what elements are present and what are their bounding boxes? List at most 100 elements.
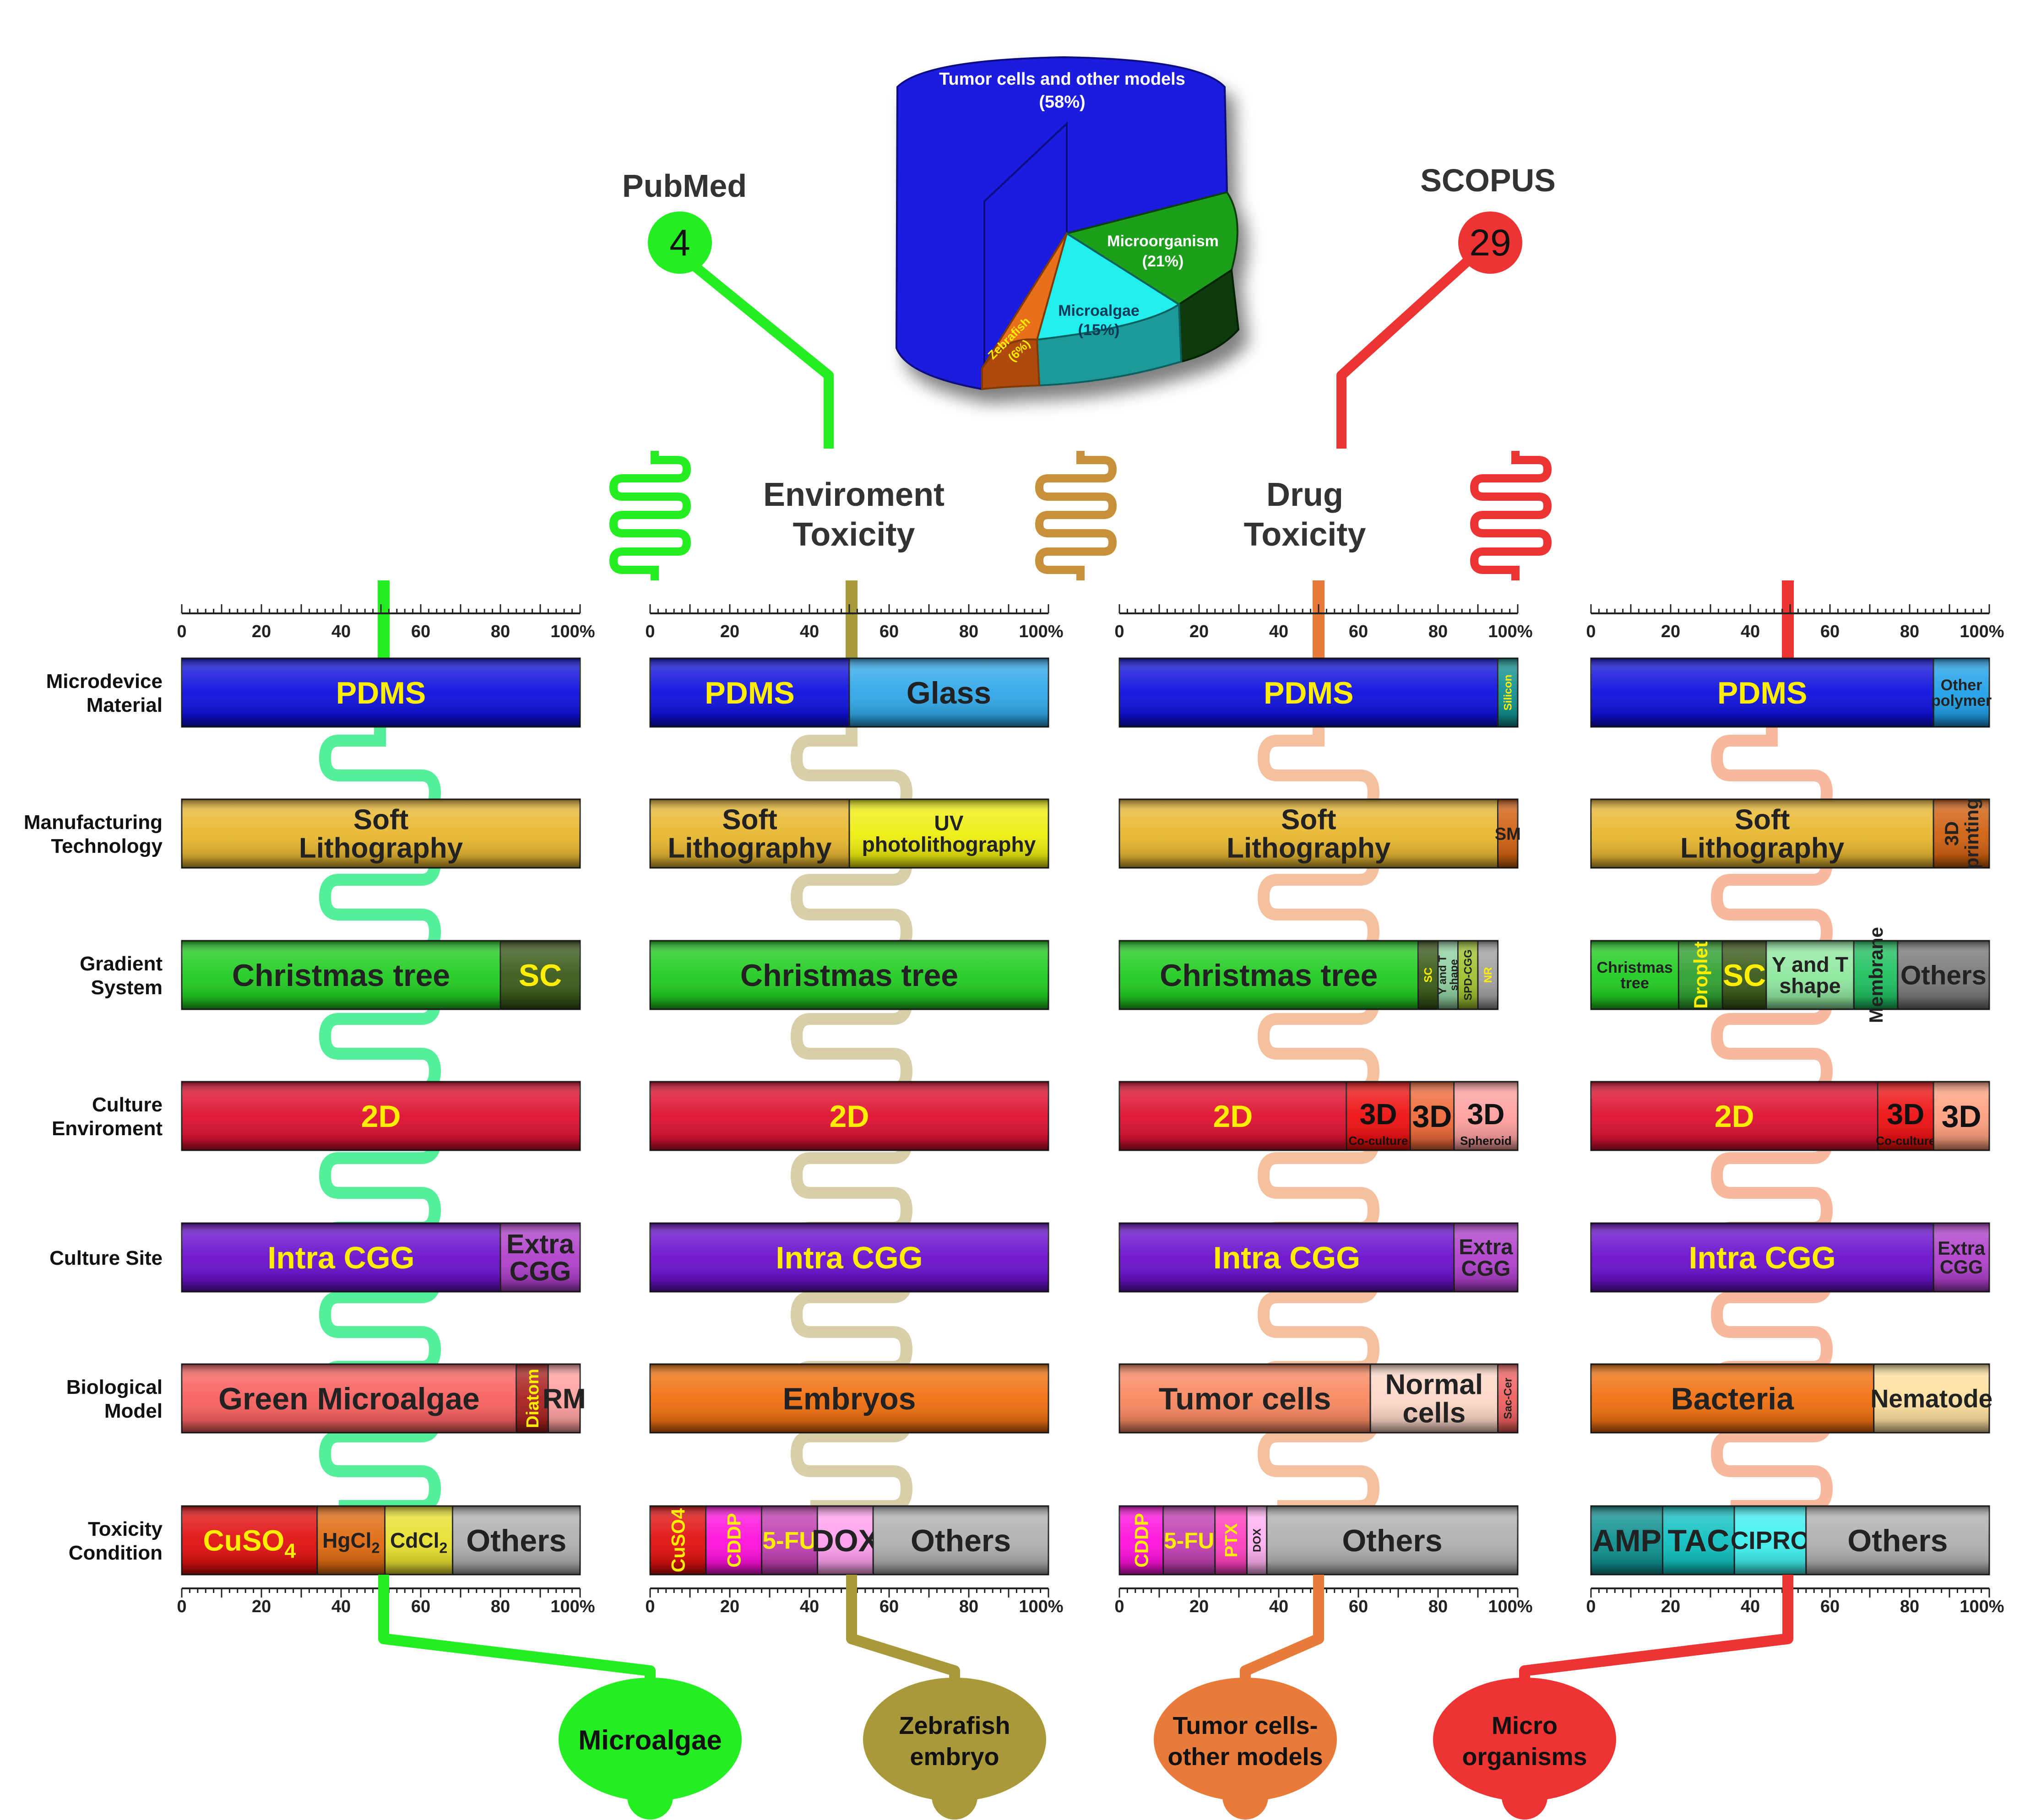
bar-segment-shading <box>182 1506 317 1575</box>
axis-tick-label: 60 <box>1349 1597 1368 1616</box>
bar-segment: TAC <box>1662 1505 1735 1576</box>
bar-segment-shading <box>1873 1364 1989 1433</box>
axis-tick-label: 80 <box>1900 1597 1919 1616</box>
bar-segment-label: CDDP <box>1131 1513 1152 1567</box>
bar-segment-shading <box>706 1506 762 1575</box>
bar-segment-shading <box>1878 1082 1934 1150</box>
bar-segment-shading <box>1346 1082 1411 1150</box>
axis-tick-label: 60 <box>1820 1597 1840 1616</box>
bar-segment: Droplet <box>1678 940 1723 1010</box>
bar-segment-shading <box>1933 1082 1989 1150</box>
axis-tick-label: 100% <box>550 1597 595 1616</box>
bar-segment-label: 3D <box>1412 1099 1452 1134</box>
bar-segment-label: Others <box>911 1523 1011 1558</box>
bar-segment: Glass <box>848 657 1049 728</box>
bar-segment-label: tree <box>1621 975 1649 992</box>
bar-segment-caption: Co-culture <box>1876 1134 1935 1148</box>
row-label-line: Culture Site <box>49 1247 163 1269</box>
bar-segment: PDMS <box>181 657 581 728</box>
bar-segment-shading <box>452 1506 580 1575</box>
axis-tick-label: 0 <box>645 1597 655 1616</box>
bar-segment-label: CuSO4 <box>668 1508 689 1572</box>
row-label-line: Microdevice <box>46 670 163 693</box>
bar-segment-label: 2D <box>361 1099 401 1134</box>
bar-segment-shading <box>1678 941 1723 1009</box>
bar-segment-shading <box>500 941 580 1009</box>
row-label-line: Toxicity <box>88 1518 163 1540</box>
bar-segment-label: Bacteria <box>1671 1381 1795 1416</box>
drug-toxicity-line1: Drug <box>1266 477 1343 513</box>
pie-label-tumor: Tumor cells and other models <box>939 70 1185 89</box>
bar-segment-label: PDMS <box>1717 676 1807 710</box>
bar-segment-shading <box>1591 1364 1874 1433</box>
bar-segment-label: Diatom <box>523 1369 543 1428</box>
row-label-line: Material <box>87 694 163 716</box>
pubmed-label: PubMed <box>622 168 747 204</box>
bar-segment-label: Intra CGG <box>1689 1240 1836 1275</box>
axis-tick-label: 20 <box>1661 622 1680 641</box>
bar-segment: PDMS <box>1590 657 1934 728</box>
bar-segment-label: RM <box>543 1383 586 1414</box>
bar-segment: 5-FU <box>761 1505 818 1576</box>
bar-segment-shading <box>1119 941 1418 1009</box>
axis-tick-label: 0 <box>1114 622 1124 641</box>
bar-segment-shading <box>182 1082 580 1150</box>
bar-segment: Others <box>452 1505 581 1576</box>
bar-segment-shading <box>1591 1223 1934 1292</box>
bar-segment: Others <box>1266 1505 1519 1576</box>
model-blob-label: Micro <box>1492 1712 1558 1739</box>
bar-segment-label: Y and T <box>1772 953 1848 976</box>
bar-segment-shading <box>516 1364 548 1433</box>
row-label-line: Model <box>104 1400 163 1422</box>
axis-tick-label: 0 <box>1114 1597 1124 1616</box>
bar-segment: CuSO4 <box>181 1505 318 1576</box>
bar-segment: PDMS <box>1118 657 1498 728</box>
bar-segment-shading <box>1933 799 1989 868</box>
bar-segment-label: Extra <box>1459 1235 1513 1259</box>
bar-segment: Bacteria <box>1590 1363 1875 1434</box>
bar-segment-label: 3D <box>1360 1098 1397 1131</box>
row-labels: MicrodeviceMaterialManufacturingTechnolo… <box>24 670 163 1564</box>
bar-segment-label: CuSO4 <box>203 1524 296 1562</box>
bar-segment-label: Embryos <box>783 1381 916 1416</box>
bar-segment-label: Christmas tree <box>740 958 958 993</box>
bar-segment-label: Christmas tree <box>1160 958 1378 993</box>
bar-segment-label: Lithography <box>668 833 832 864</box>
axis-tick-label: 60 <box>411 622 430 641</box>
pie-pct-microalgae: (15%) <box>1078 321 1120 339</box>
bar-segment-label: CGG <box>1461 1257 1511 1281</box>
bar-segment-label: Membrane <box>1865 927 1887 1023</box>
bar-segment-shading <box>849 799 1048 868</box>
axis-tick-label: 20 <box>252 622 271 641</box>
bar-segment: Silicon <box>1497 657 1519 728</box>
bar-segment-shading <box>1163 1506 1215 1575</box>
scopus-source: SCOPUS 29 <box>1420 162 1556 274</box>
bar-segment-label: SC <box>519 958 562 993</box>
bar-segment: 2D <box>1118 1081 1347 1151</box>
bar-segment-label: Intra CGG <box>1213 1240 1360 1275</box>
bar-segment: DOX <box>1246 1505 1268 1576</box>
bar-row: PDMS <box>181 657 581 728</box>
bar-row: Bacteria Nematode <box>1590 1363 1992 1434</box>
bar-segment-shading <box>849 658 1048 727</box>
axis-tick-label: 80 <box>491 1597 510 1616</box>
bar-segment: Nematode <box>1870 1363 1992 1434</box>
axis-tick-label: 60 <box>879 622 899 641</box>
bar-segment-label: 3D <box>1942 1099 1982 1134</box>
